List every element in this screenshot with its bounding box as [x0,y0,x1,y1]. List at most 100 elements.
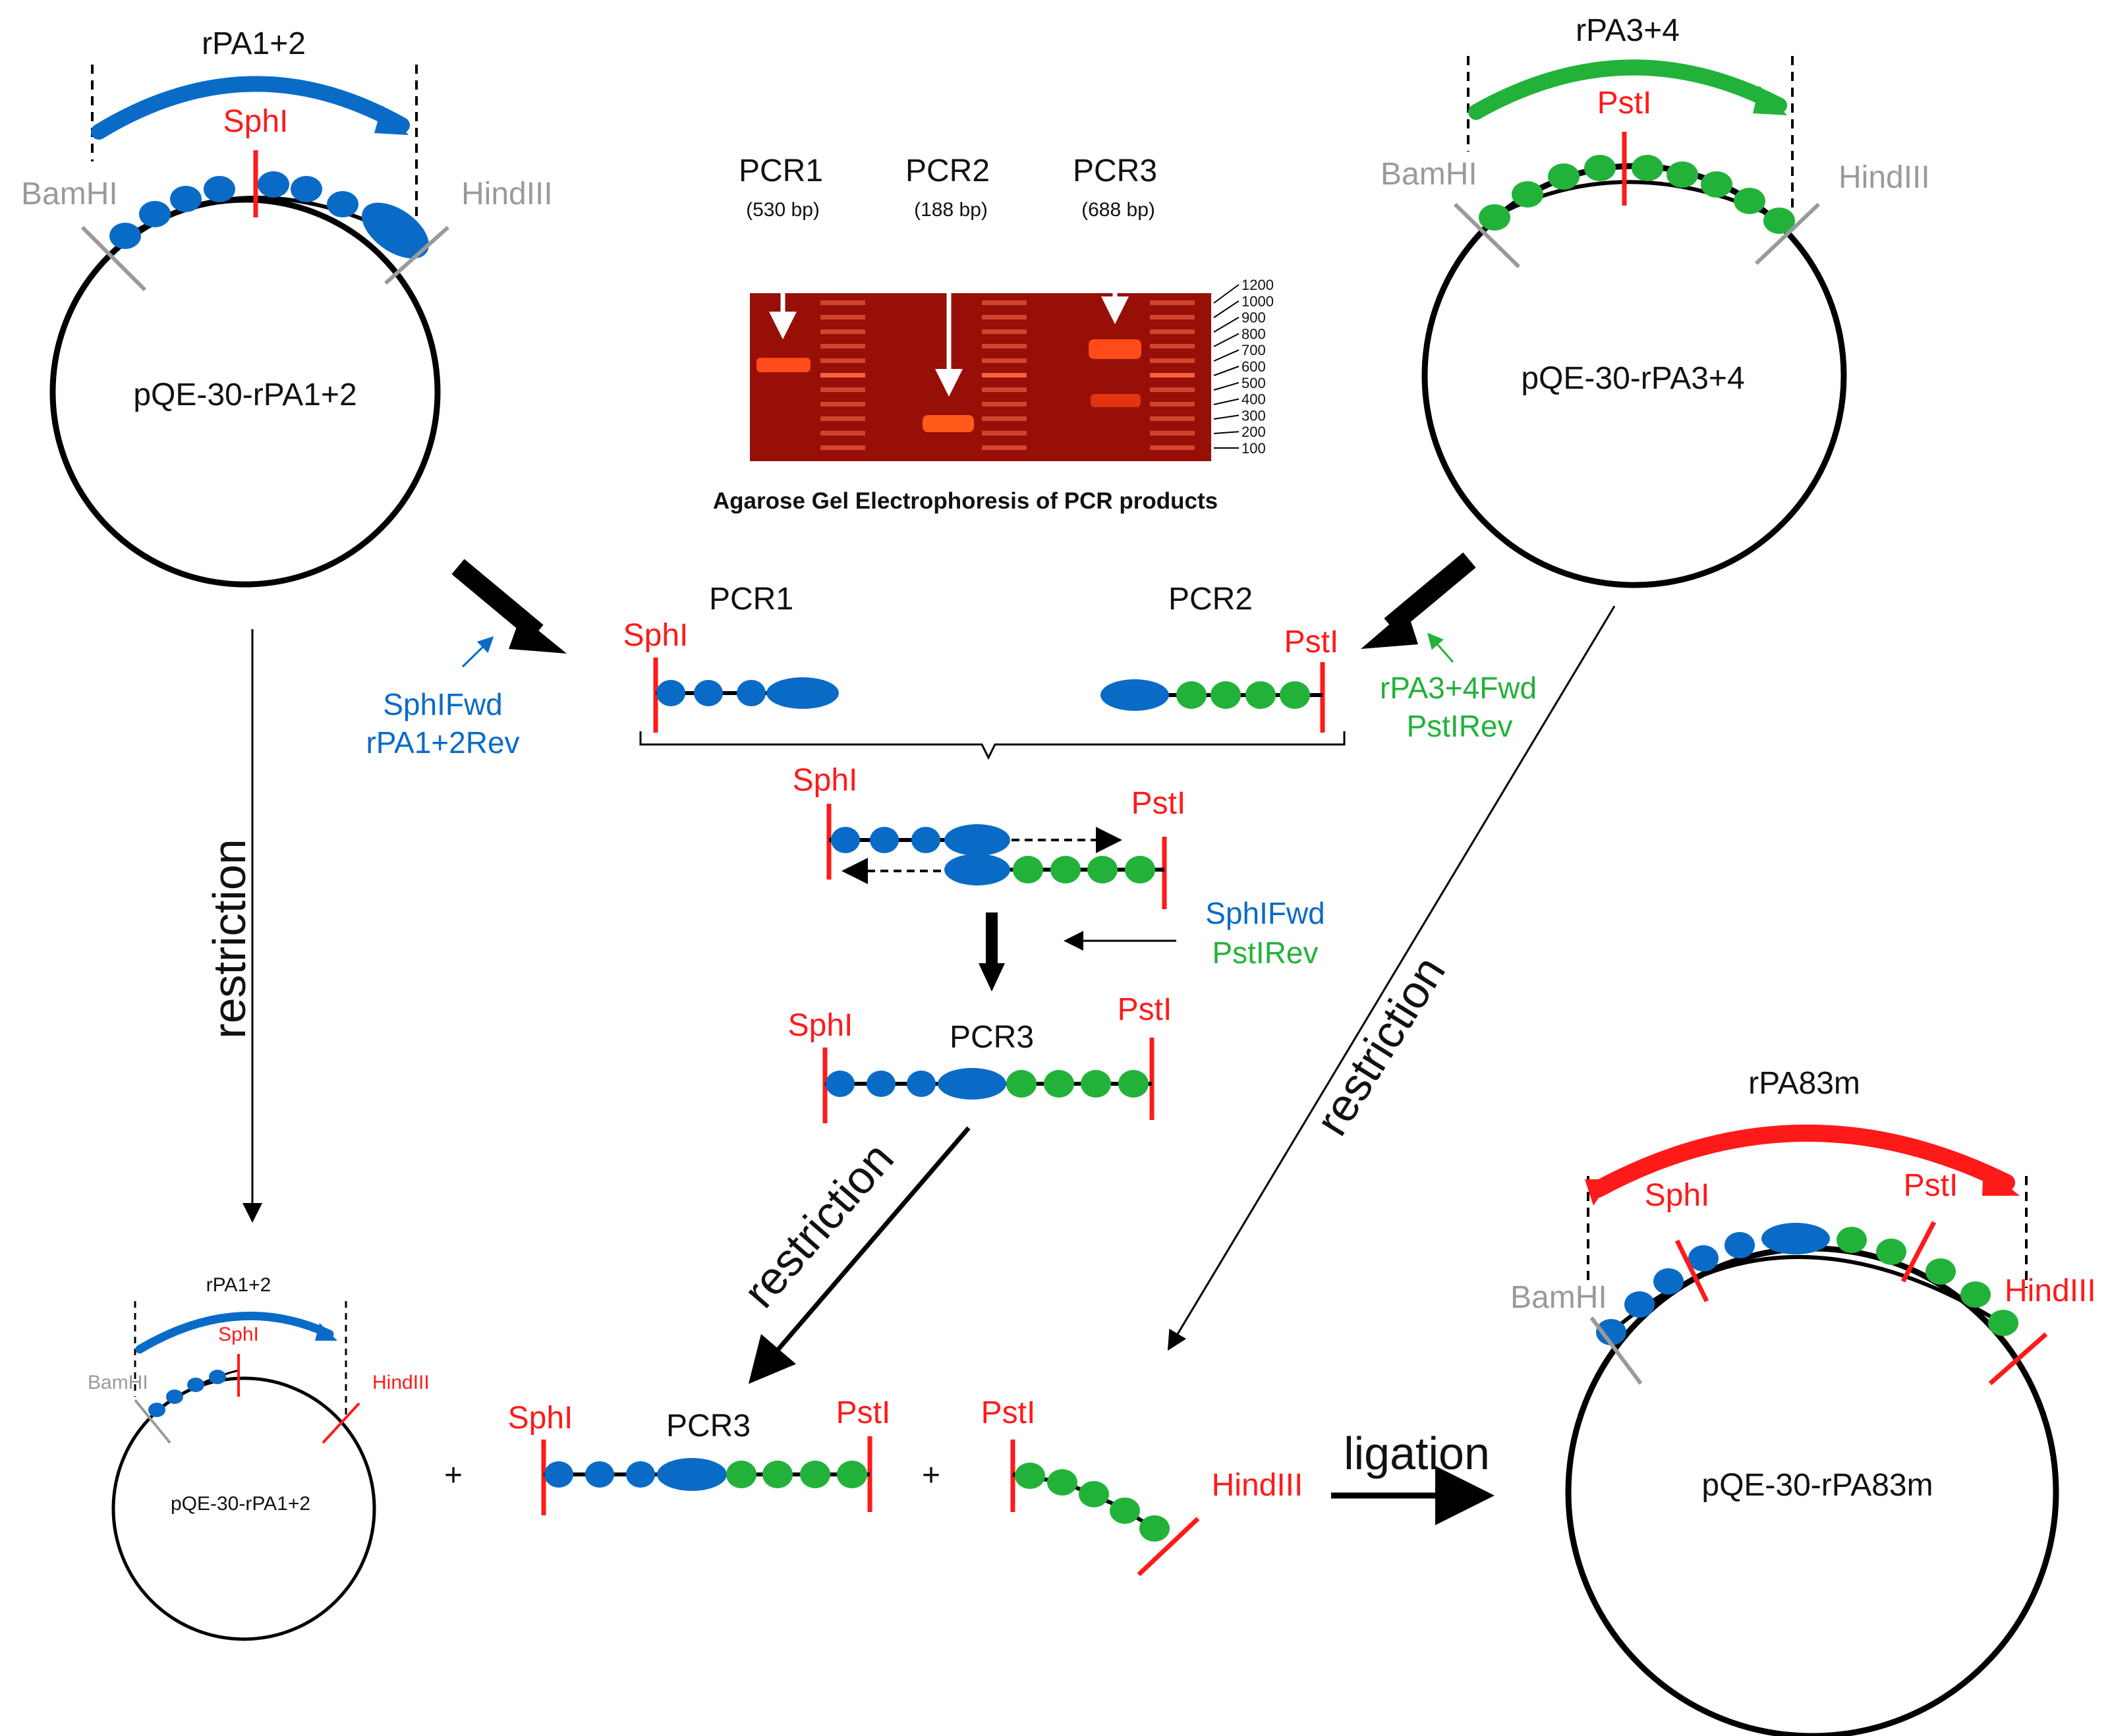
ladder-tick [1213,366,1240,376]
domain-bead [148,1403,165,1417]
thick-arrowhead-right [1361,609,1418,649]
ladder-band [820,431,865,435]
domain-bead [1139,1515,1170,1542]
domain-bead [258,171,289,198]
lane-size-pcr1: (530 bp) [746,199,820,221]
arc-arrowhead-blue [374,105,409,135]
ladder-band [1150,358,1195,363]
band-pcr3-lower [1091,394,1141,407]
arc-label: rPA1+2 [206,1274,271,1296]
overlap-extension: SphI PstI SphIFwd PstIRev [793,763,1325,992]
insert-backbone [1610,1254,2005,1334]
arc-label: rPA1+2 [202,26,306,61]
primer-pointer-blue [461,636,494,668]
gel-caption: Agarose Gel Electrophoresis of PCR produ… [713,488,1218,514]
site-bamhi-label: BamHI [1510,1280,1607,1315]
domain-bead [867,1071,896,1097]
domain-bead [166,1389,183,1404]
domain-bead [139,201,171,227]
domain-bead [1211,681,1241,709]
site-cut-red [1137,1517,1200,1577]
ladder-tick [1213,349,1240,362]
ladder-band [820,373,865,378]
site-bamhi-label: BamHI [1381,157,1477,192]
pcr3-product: SphI PCR3 PstI [788,992,1172,1123]
domain-bead [1632,155,1663,181]
frag-site-psti: PstI [981,1395,1036,1430]
lane-label-pcr1: PCR1 [739,154,823,188]
domain-bead [585,1461,614,1488]
primer-pstirev: PstIRev [1406,709,1512,743]
pcr3-site-sphi: SphI [788,1008,853,1043]
site-cut-grey [1754,202,1821,266]
ladder-tick [1213,431,1240,434]
primer-sphifwd: SphIFwd [1205,896,1325,930]
band-pcr1 [756,358,811,372]
domain-bead [187,1378,204,1392]
ladder-label: 300 [1241,407,1266,424]
domain-bead [170,186,202,212]
ladder-band [1150,431,1195,435]
lane-size-pcr2: (188 bp) [914,199,988,221]
ladder-label: 1000 [1241,293,1274,310]
plasmid-rpa3-4-top: rPA3+4 PstI BamHI HindIII pQE-30-rPA3+4 [1381,13,1930,588]
frag-site-psti: PstI [836,1395,891,1430]
domain-bead [1701,171,1732,198]
ligation-label: ligation [1344,1428,1490,1479]
domain-bead [1512,181,1543,208]
down-arrowhead [979,963,1005,992]
ladder-band [982,373,1027,378]
ladder-tick [1213,414,1240,420]
domain-bead [656,680,685,706]
ladder-band [820,416,865,421]
site-bamhi-label: BamHI [21,177,118,211]
domain-bead [1125,856,1155,883]
arc-arrowtail-red [1585,1179,1611,1206]
domain-bead [1725,1232,1755,1258]
ladder-label: 600 [1241,358,1266,375]
domain-bead [1876,1239,1906,1265]
domain-bead [1925,1258,1956,1285]
domain-bead [1596,1319,1626,1345]
domain-bead [1006,1070,1037,1098]
ladder-band [1150,373,1195,378]
domain-bead [826,1071,855,1097]
ladder-label: 1200 [1241,277,1274,293]
domain-bead [800,1461,830,1488]
domain-bead [870,827,899,853]
gel-gradient [750,293,1211,461]
ladder-band [982,416,1027,421]
site-hindiii-label: HindIII [461,177,553,211]
domain-bead-large [944,854,1010,885]
domain-bead [1087,856,1118,883]
domain-bead [1653,1268,1684,1295]
restriction-label-middle: restriction [733,1133,903,1317]
domain-bead [204,176,235,202]
arc-arrow-blue [91,76,410,140]
ladder-tick [1213,381,1240,391]
ladder-band [1150,445,1195,450]
site-sphi-label: SphI [1645,1178,1710,1213]
domain-bead [1960,1281,1991,1308]
pcr3-label: PCR3 [950,1020,1034,1055]
pcr2-fragment-label: PCR2 [1168,582,1253,617]
primer-rpa12rev: rPA1+2Rev [366,725,519,760]
pcr1-site-sphi: SphI [623,618,689,653]
ladder-tick [1213,316,1240,333]
site-sphi-label: SphI [218,1324,259,1345]
primer-pstirev: PstIRev [1212,936,1318,970]
domain-bead [911,827,940,853]
primer-sphifwd: SphIFwd [383,687,503,721]
ladder-band [820,315,865,320]
domain-bead-large [362,202,429,259]
ladder-band [1150,402,1195,406]
domain-bead [1988,1310,2018,1336]
domain-bead [1280,681,1310,709]
site-cut-red [1900,1221,1937,1283]
domain-bead [1044,1070,1074,1098]
plus-sign: + [922,1458,940,1493]
pcr3-site-psti: PstI [1118,992,1172,1027]
site-cut-grey [134,1399,171,1444]
domain-bead [1176,681,1207,709]
